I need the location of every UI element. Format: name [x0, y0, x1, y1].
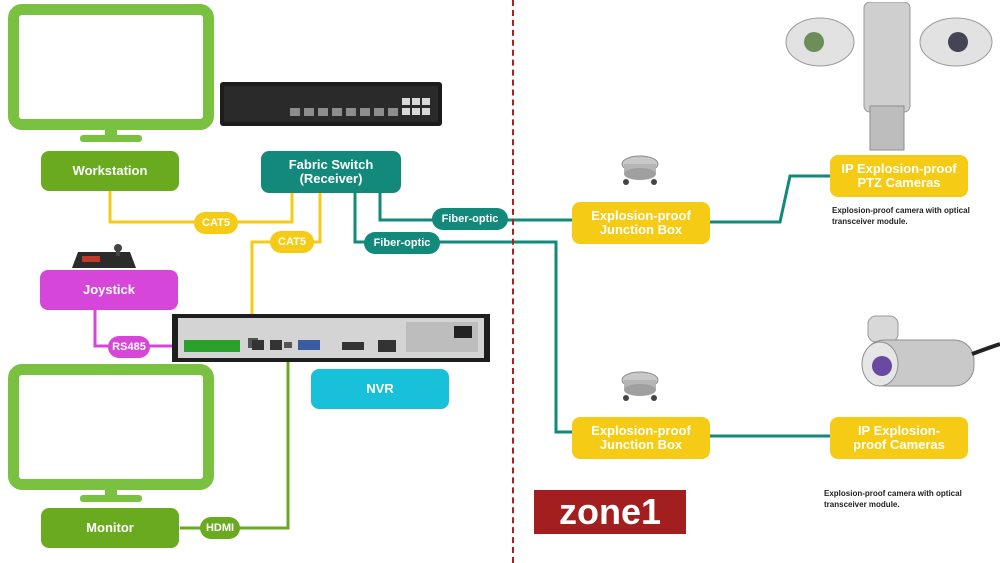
- camera-note: Explosion-proof camera with optical tran…: [824, 489, 962, 509]
- fiber-label-1: Fiber-optic: [432, 208, 508, 230]
- hdmi-label: HDMI: [200, 517, 240, 539]
- joystick-box[interactable]: Joystick: [40, 270, 178, 310]
- nvr-box[interactable]: NVR: [311, 369, 449, 409]
- monitor-box[interactable]: Monitor: [41, 508, 179, 548]
- fabric-switch-box[interactable]: Fabric Switch (Receiver): [261, 151, 401, 193]
- junction-box-1[interactable]: Explosion-proof Junction Box: [572, 202, 710, 244]
- monitor-screen-icon: [8, 364, 214, 504]
- junction-box-icon-1: [621, 155, 659, 185]
- zone-divider: [512, 0, 514, 563]
- fiber-label-2: Fiber-optic: [364, 232, 440, 254]
- workstation-box[interactable]: Workstation: [41, 151, 179, 191]
- rs485-wire: [93, 308, 185, 348]
- nvr-device-icon: [172, 314, 490, 362]
- zone-label: zone1: [534, 490, 686, 534]
- cat-label-2: CAT5: [270, 231, 314, 253]
- bullet-camera-icon: [861, 315, 1000, 387]
- fiber-wire-1: [378, 192, 572, 222]
- ptz-camera-icon: [785, 2, 993, 151]
- junction-box-icon-2: [621, 371, 659, 401]
- cameras-box[interactable]: IP Explosion- proof Cameras: [830, 417, 968, 459]
- cat-label-1: CAT5: [194, 212, 238, 234]
- fiber-wire-ptz: [710, 174, 832, 224]
- ptz-cameras-box[interactable]: IP Explosion-proof PTZ Cameras: [830, 155, 968, 197]
- junction-box-2[interactable]: Explosion-proof Junction Box: [572, 417, 710, 459]
- fabric-switch-device-icon: [220, 82, 442, 126]
- workstation-screen-icon: [8, 4, 214, 144]
- joystick-device-icon: [72, 244, 136, 268]
- fiber-wire-2: [353, 192, 572, 434]
- rs485-label: RS485: [108, 336, 150, 358]
- ptz-camera-note: Explosion-proof camera with optical tran…: [832, 206, 970, 226]
